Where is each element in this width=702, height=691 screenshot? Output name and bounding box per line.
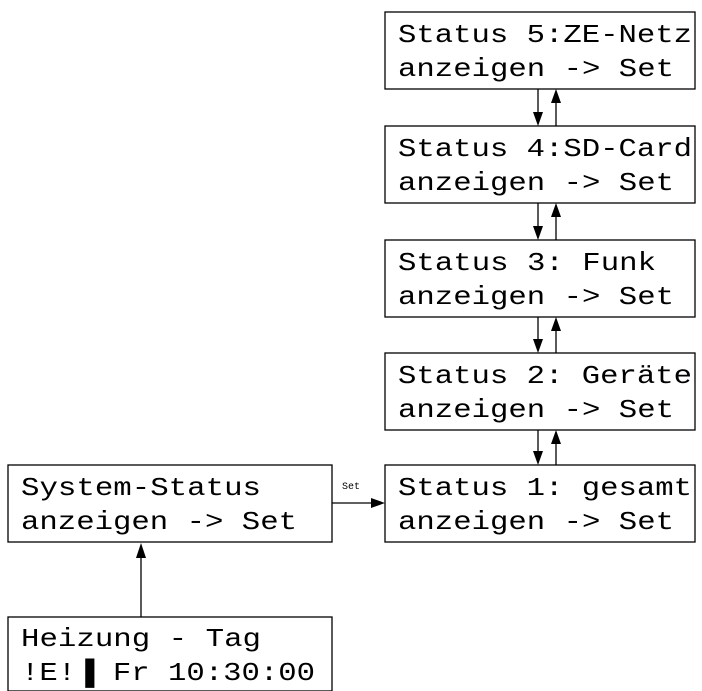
arrow-down-icon <box>533 339 543 353</box>
home-status-line: !E!▐ Fr 10:30:00 <box>21 658 315 688</box>
status-1-menu-box: Status 1: gesamt anzeigen -> Set <box>384 464 696 543</box>
arrow-right-icon <box>371 498 385 508</box>
system-status-title: System-Status <box>21 473 261 503</box>
status-5-menu-box: Status 5:ZE-Netz anzeigen -> Set <box>384 11 696 90</box>
connector-2-1 <box>533 430 561 465</box>
status-2-menu-box: Status 2: Geräte anzeigen -> Set <box>384 352 696 431</box>
home-title: Heizung - Tag <box>21 624 261 654</box>
status-5-hint: anzeigen -> Set <box>398 54 674 84</box>
system-status-hint: anzeigen -> Set <box>21 507 297 537</box>
connector-3-2 <box>533 317 561 353</box>
system-status-menu-box: System-Status anzeigen -> Set <box>7 464 333 543</box>
status-4-hint: anzeigen -> Set <box>398 168 674 198</box>
status-1-hint: anzeigen -> Set <box>398 507 674 537</box>
arrow-up-icon <box>551 89 561 103</box>
arrow-up-icon <box>551 317 561 331</box>
connector-4-3 <box>533 203 561 240</box>
status-2-title: Status 2: Geräte <box>398 361 692 391</box>
home-to-system-connector <box>136 543 146 617</box>
status-3-menu-box: Status 3: Funk anzeigen -> Set <box>384 239 696 318</box>
arrow-up-icon <box>551 203 561 217</box>
status-4-menu-box: Status 4:SD-Card anzeigen -> Set <box>384 125 696 204</box>
set-edge-label: Set <box>342 482 360 493</box>
home-screen-box: Heizung - Tag !E!▐ Fr 10:30:00 <box>7 616 333 691</box>
arrow-down-icon <box>533 226 543 240</box>
status-3-title: Status 3: Funk <box>398 248 656 278</box>
status-2-hint: anzeigen -> Set <box>398 395 674 425</box>
arrow-up-icon <box>136 543 146 558</box>
status-4-title: Status 4:SD-Card <box>398 134 692 164</box>
connector-5-4 <box>533 89 561 126</box>
status-1-title: Status 1: gesamt <box>398 473 692 503</box>
arrow-down-icon <box>533 112 543 126</box>
set-connector: Set <box>332 482 385 508</box>
status-3-hint: anzeigen -> Set <box>398 282 674 312</box>
arrow-down-icon <box>533 451 543 465</box>
arrow-up-icon <box>551 430 561 444</box>
status-5-title: Status 5:ZE-Netz <box>398 20 692 50</box>
